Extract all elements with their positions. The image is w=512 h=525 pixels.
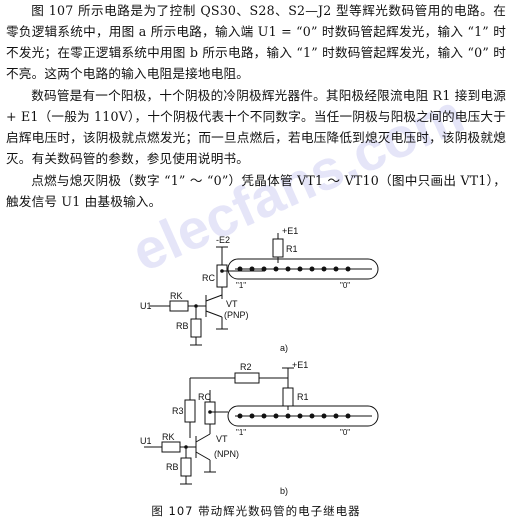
label-r2: R2: [240, 362, 252, 372]
paragraph-intro: 图 107 所示电路是为了控制 QS30、S28、S2—J2 型等辉光数码管用的…: [6, 3, 506, 81]
label-e1: +E1: [282, 226, 298, 236]
circuit-diagram-b: +E1 R1 R2 R3 RC RK RB VT (NPN) U1 "1" "0…: [140, 360, 379, 496]
label-digit-0: "0": [340, 281, 350, 290]
label-r3: R3: [172, 406, 184, 416]
label-rc: RC: [202, 273, 215, 283]
paragraph-tube-description: 数码管是有一个阳极，十个阴极的冷阴极辉光器件。其阳极经限流电阻 R1 接到电源 …: [6, 88, 506, 166]
label-rc: RC: [198, 392, 211, 402]
label-npn: (NPN): [214, 449, 239, 459]
label-r1: R1: [286, 244, 298, 254]
label-rb: RB: [176, 321, 189, 331]
label-digit-1: "1": [236, 281, 246, 290]
label-u1: U1: [140, 301, 152, 311]
label-u1: U1: [140, 436, 152, 446]
label-rk: RK: [162, 432, 175, 442]
label-digit-1: "1": [236, 428, 246, 437]
label-r1: R1: [297, 392, 309, 402]
label-rk: RK: [170, 291, 183, 301]
label-vt: VT: [226, 299, 238, 309]
label-e2: -E2: [216, 235, 230, 245]
label-digit-0: "0": [340, 428, 350, 437]
label-pnp: (PNP): [224, 310, 249, 320]
label-a: a): [280, 343, 288, 353]
figure-caption: 图 107 带动辉光数码管的电子继电器: [151, 504, 361, 518]
label-b: b): [280, 486, 288, 496]
label-e1: +E1: [292, 360, 308, 370]
label-rb: RB: [166, 462, 179, 472]
label-vt: VT: [216, 434, 228, 444]
paragraph-cathode-control: 点燃与熄灭阴极（数字 “1” ～ “0”）凭晶体管 VT1 ～ VT10（图中只…: [6, 173, 506, 209]
circuit-diagram-a: -E2 +E1 R1 RC RK RB VT (PNP) U1 "1" "0" …: [140, 226, 379, 353]
